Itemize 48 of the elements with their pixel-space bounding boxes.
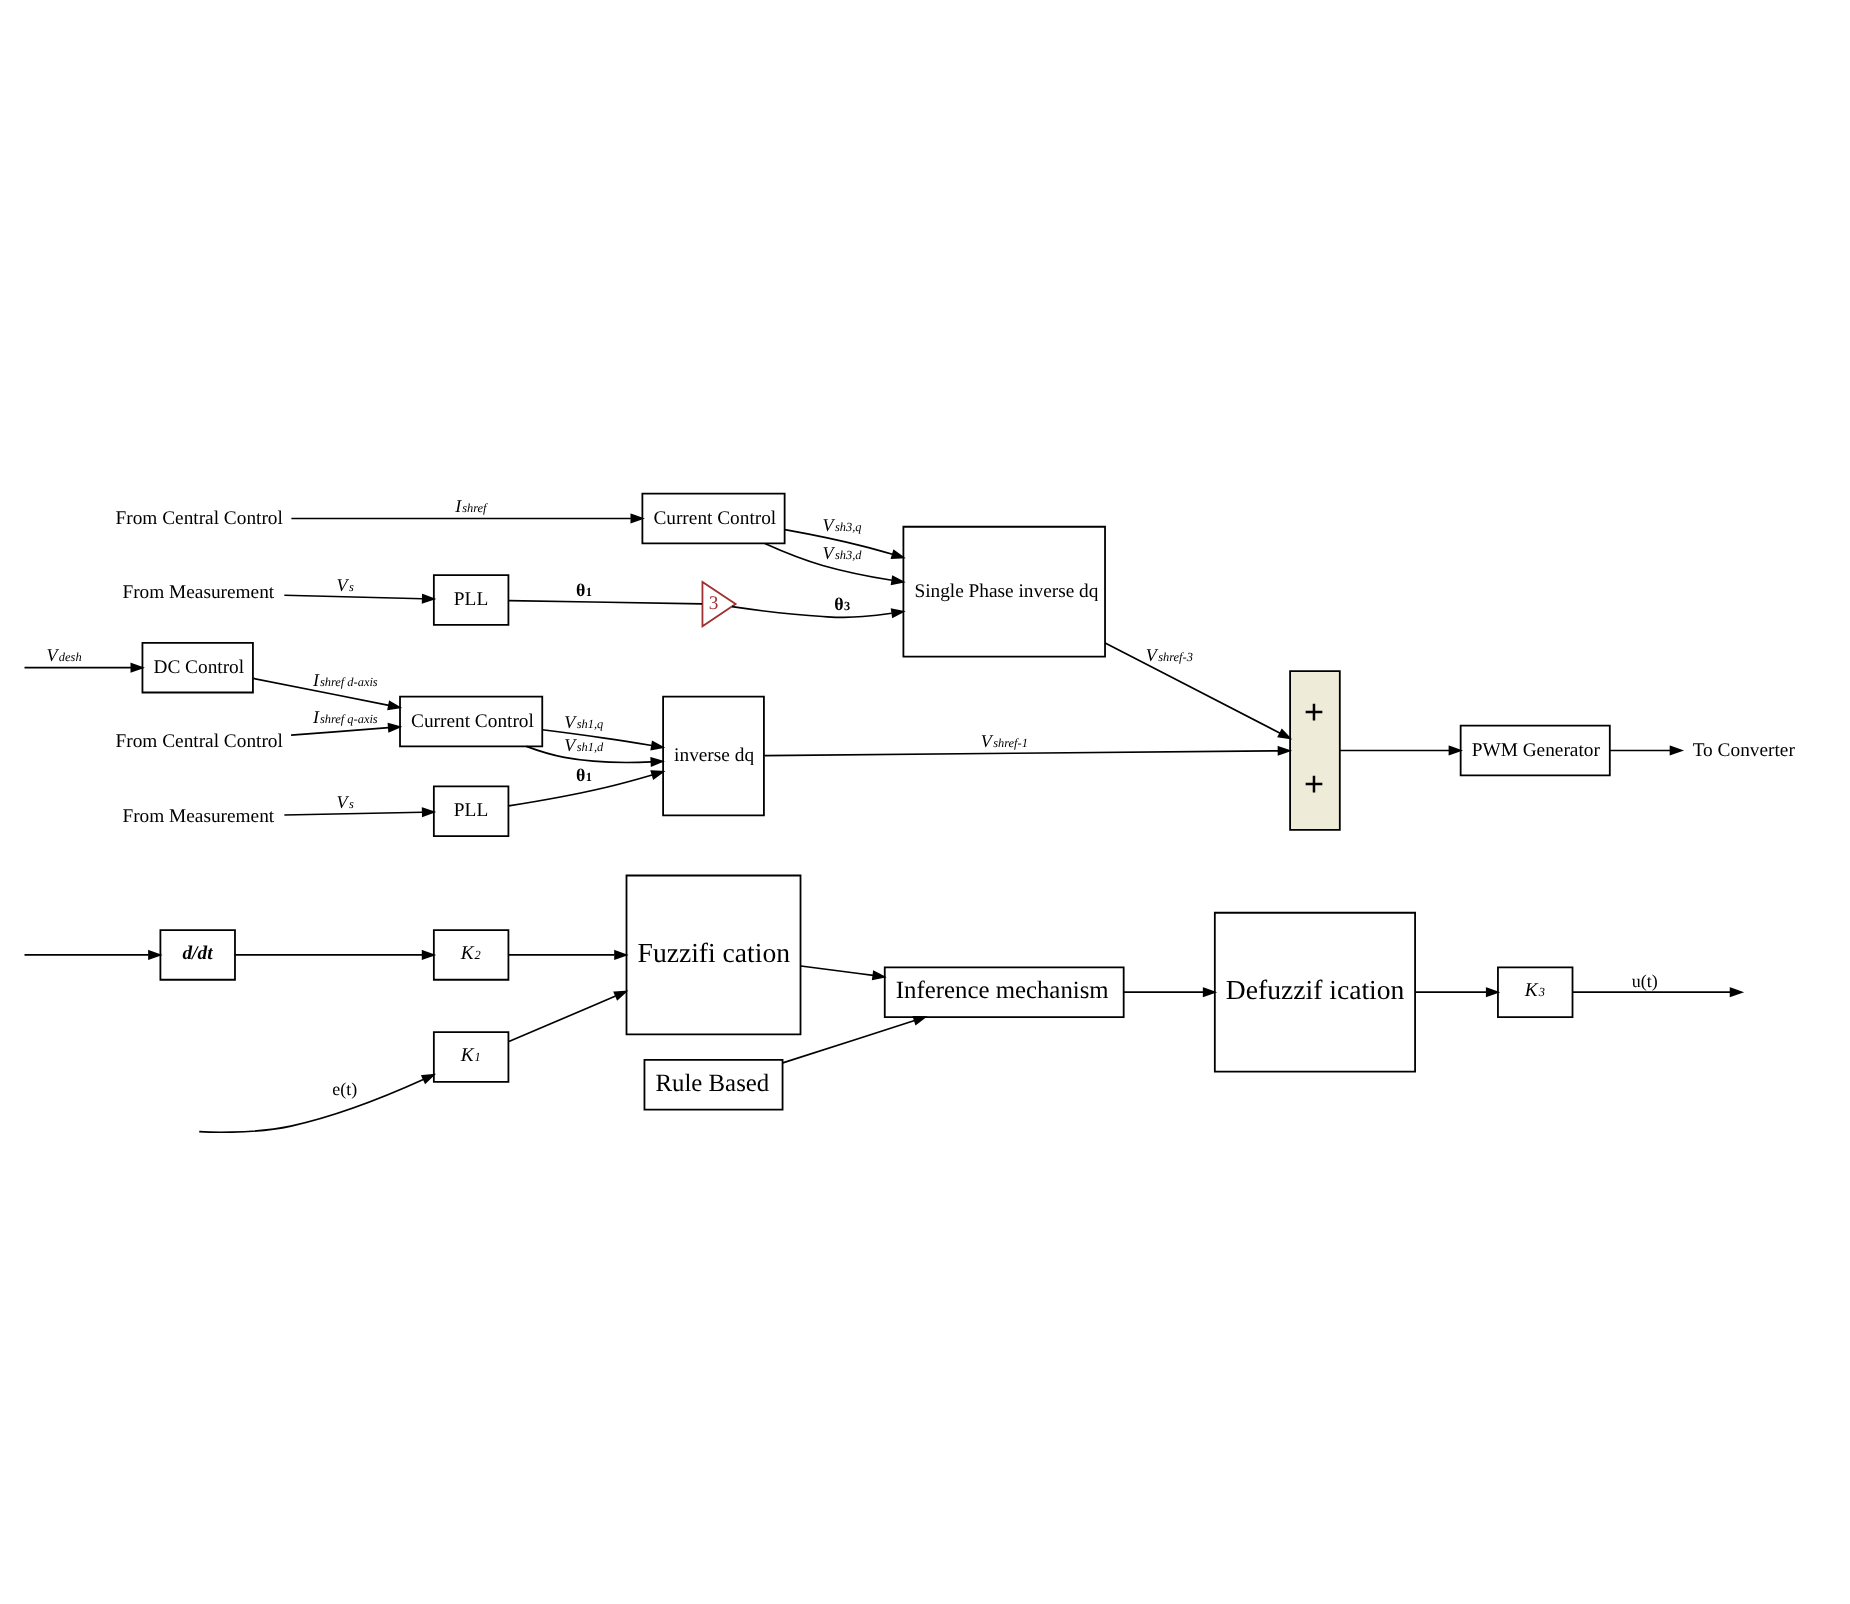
node-text: To Converter <box>1692 739 1795 762</box>
node-box: PLL <box>432 785 510 837</box>
arrow <box>541 728 666 751</box>
node-box: Single Phase inverse dq <box>902 525 1106 658</box>
arrow <box>1104 642 1293 740</box>
arrow <box>198 1073 437 1134</box>
node-box: d/dt <box>159 929 236 981</box>
arrow <box>1122 987 1218 998</box>
node-box: PWM Generator <box>1459 724 1611 777</box>
arrow <box>763 745 1293 757</box>
node-box: PLL <box>432 574 510 626</box>
arrow <box>234 949 437 960</box>
node-box: Rule Based <box>643 1058 784 1111</box>
arrow <box>1609 745 1685 756</box>
arrow <box>290 722 403 736</box>
arrow <box>1571 987 1745 998</box>
arrow <box>800 965 887 981</box>
edge-label: u(t) <box>1631 971 1658 992</box>
arrow <box>283 593 437 604</box>
node-text: From Central Control <box>115 731 283 754</box>
arrow <box>283 807 437 818</box>
node-box: Inference mechanism <box>883 966 1125 1018</box>
arrow <box>784 528 906 559</box>
arrow <box>23 662 145 673</box>
node-box: inverse dq <box>662 695 765 817</box>
arrow <box>764 542 906 586</box>
node-box: + + <box>1289 670 1341 831</box>
edge-label: e(t) <box>332 1078 358 1099</box>
arrow <box>508 990 629 1043</box>
node-text: From Central Control <box>115 507 283 530</box>
arrow <box>781 1015 928 1064</box>
arrow <box>508 949 629 960</box>
node-text: From Measurement <box>122 805 275 828</box>
node-box: Fuzzifi cation <box>625 874 802 1036</box>
arrow <box>507 770 666 807</box>
arrow <box>290 513 645 524</box>
arrow <box>23 949 163 960</box>
node-text: From Measurement <box>122 582 275 605</box>
node-box: DC Control <box>141 641 254 694</box>
arrow <box>731 605 906 619</box>
connector <box>508 599 703 605</box>
arrow <box>525 745 665 767</box>
arrow <box>1414 987 1501 998</box>
arrow <box>1339 745 1463 756</box>
node-box: Defuzzif ication <box>1213 911 1416 1073</box>
arrow <box>252 677 403 711</box>
node-box: Current Control <box>399 695 544 748</box>
node-box: Current Control <box>641 492 786 545</box>
